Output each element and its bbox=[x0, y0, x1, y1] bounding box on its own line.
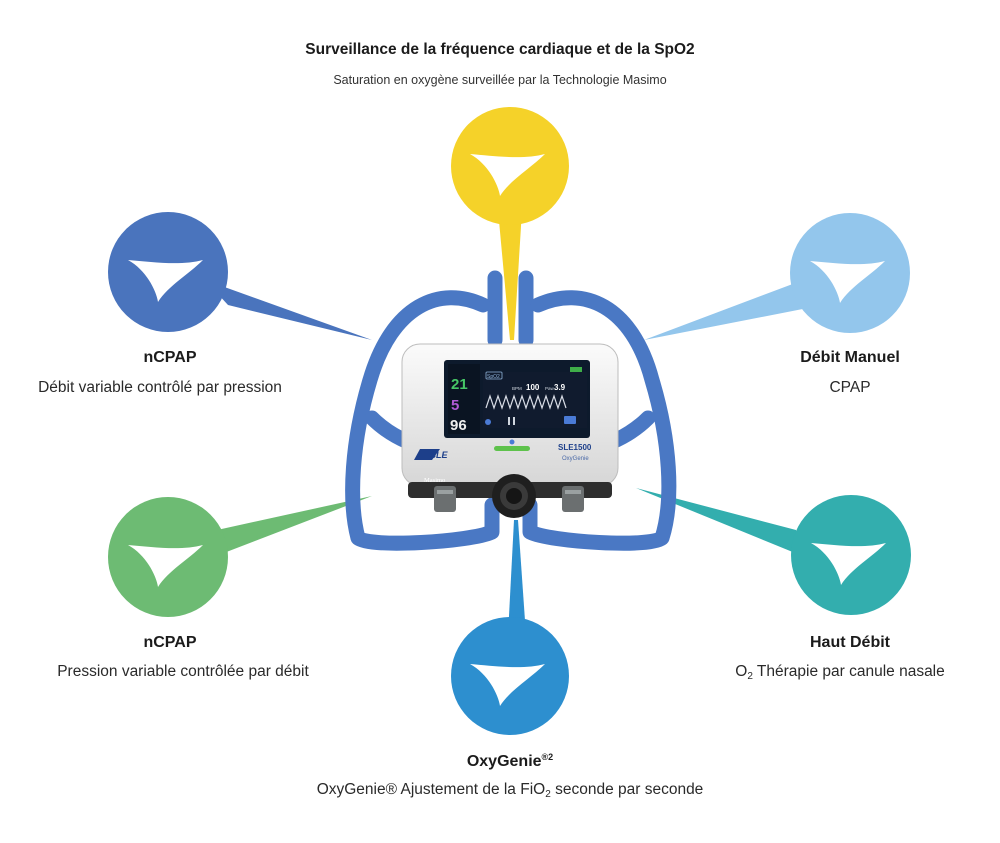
bubble-top-left bbox=[108, 212, 228, 332]
device-model-sub: OxyGenie bbox=[562, 456, 589, 462]
label-top-left-title: nCPAP bbox=[143, 349, 197, 366]
lungs-illustration bbox=[345, 270, 677, 551]
sle1500-device bbox=[401, 343, 619, 518]
label-top-right-subtitle: CPAP bbox=[829, 379, 871, 396]
screen-mode-label: SpO2 bbox=[487, 374, 500, 380]
connector-bottom bbox=[508, 520, 526, 635]
label-bottom-title: OxyGenie®2 bbox=[380, 752, 640, 771]
label-bottom-left-title: nCPAP bbox=[143, 634, 197, 651]
bubble-bottom bbox=[451, 617, 569, 735]
label-bottom-subtitle-prefix: OxyGenie® Ajustement de la FiO bbox=[316, 781, 546, 798]
screen-pressure-value: 3.9 bbox=[554, 383, 566, 392]
screen-value-mid: 5 bbox=[451, 397, 459, 414]
label-top-left-subtitle: Débit variable contrôlé par pression bbox=[38, 379, 282, 396]
label-bottom-right-subtitle-rest: Thérapie par canule nasale bbox=[752, 663, 945, 680]
label-bottom-subtitle-rest: seconde par seconde bbox=[550, 781, 704, 798]
label-top-right-title: Débit Manuel bbox=[800, 349, 900, 366]
bubble-top-right bbox=[790, 213, 910, 333]
label-bottom-left-subtitle: Pression variable contrôlée par débit bbox=[57, 663, 309, 680]
label-bottom-right-subtitle-prefix: O bbox=[735, 663, 748, 680]
label-bottom-subtitle-sub: 2 bbox=[545, 789, 551, 800]
bubble-top bbox=[451, 107, 569, 225]
connector-top-left bbox=[205, 280, 372, 340]
device-model: SLE1500 bbox=[558, 443, 592, 452]
screen-bpm-value: 100 bbox=[526, 383, 540, 392]
label-bottom-right-subtitle: O2 Thérapie par canule nasale bbox=[690, 663, 990, 682]
device-brand: SLE bbox=[430, 450, 449, 460]
label-bottom-subtitle: OxyGenie® Ajustement de la FiO2 seconde … bbox=[250, 781, 770, 800]
label-bottom-title-text: OxyGenie bbox=[466, 753, 542, 770]
label-bottom-right-title: Haut Débit bbox=[810, 634, 890, 651]
screen-pressure-label: Paw bbox=[545, 386, 555, 391]
connector-bottom-left bbox=[208, 496, 372, 556]
label-bottom-title-sup: ®2 bbox=[541, 752, 554, 762]
label-bottom-right-subtitle-sub: 2 bbox=[747, 671, 753, 682]
screen-value-bottom: 96 bbox=[450, 417, 467, 434]
bubble-bottom-left bbox=[108, 497, 228, 617]
page-subtitle: Saturation en oxygène surveillée par la … bbox=[333, 73, 667, 87]
page-title: Surveillance de la fréquence cardiaque e… bbox=[305, 41, 695, 58]
connector-bottom-right bbox=[636, 488, 800, 555]
device-masimo-label: Masimo bbox=[424, 477, 445, 484]
bubble-bottom-right bbox=[791, 495, 911, 615]
connector-top-right bbox=[644, 282, 818, 340]
screen-bpm-label: BPM bbox=[512, 386, 522, 391]
screen-value-top: 21 bbox=[451, 376, 468, 393]
connector-top bbox=[498, 210, 522, 340]
